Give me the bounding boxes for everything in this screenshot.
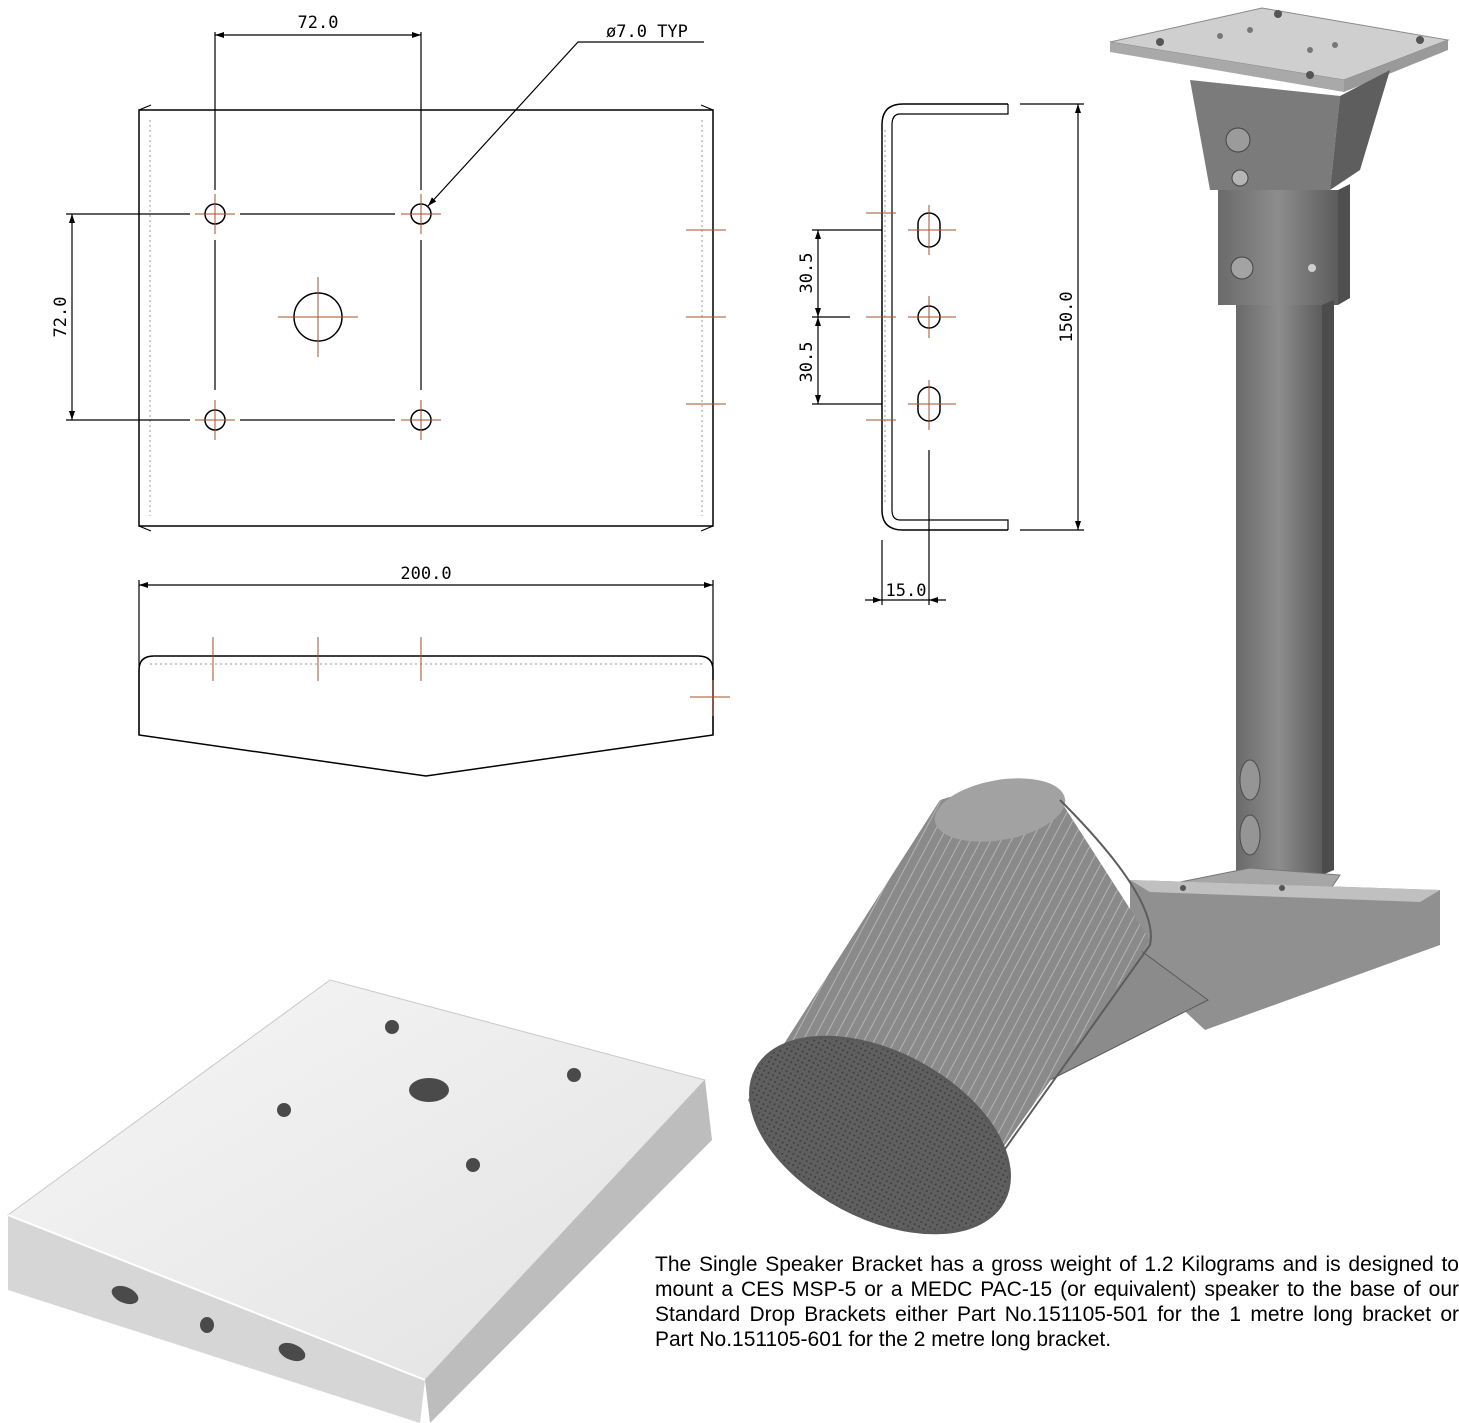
dim-slot-spacing-upper: 30.5 bbox=[797, 253, 817, 294]
dim-hole-spacing-vertical: 72.0 bbox=[51, 297, 71, 338]
mounting-hole bbox=[401, 400, 441, 440]
side-view: 30.5 30.5 150.0 15.0 bbox=[797, 103, 1084, 605]
product-description: The Single Speaker Bracket has a gross w… bbox=[655, 1253, 1459, 1351]
top-view: 72.0 72.0 ø7.0 TYP bbox=[51, 13, 726, 532]
cable-hole bbox=[278, 277, 358, 357]
front-plate-outline bbox=[138, 655, 714, 777]
mounting-hole bbox=[195, 400, 235, 440]
hole-callout: ø7.0 TYP bbox=[606, 22, 688, 42]
front-view: 200.0 bbox=[138, 564, 730, 777]
mounting-slot bbox=[908, 205, 956, 255]
dim-plate-width: 200.0 bbox=[400, 564, 451, 584]
mounting-hole bbox=[195, 194, 235, 234]
dim-hole-spacing-horizontal: 72.0 bbox=[298, 13, 339, 33]
dim-hole-offset: 15.0 bbox=[886, 581, 927, 601]
top-plate-outline bbox=[138, 109, 714, 527]
speaker-bracket-plate-render bbox=[6, 979, 712, 1423]
dim-slot-spacing-lower: 30.5 bbox=[797, 342, 817, 383]
speaker-grille bbox=[749, 1035, 1011, 1235]
mounting-hole bbox=[401, 194, 441, 234]
drop-bracket-render bbox=[1029, 7, 1450, 1081]
speaker-render bbox=[748, 778, 1152, 1235]
dim-bracket-height: 150.0 bbox=[1057, 291, 1077, 342]
mounting-slot bbox=[908, 380, 956, 430]
mounting-hole bbox=[908, 296, 956, 338]
